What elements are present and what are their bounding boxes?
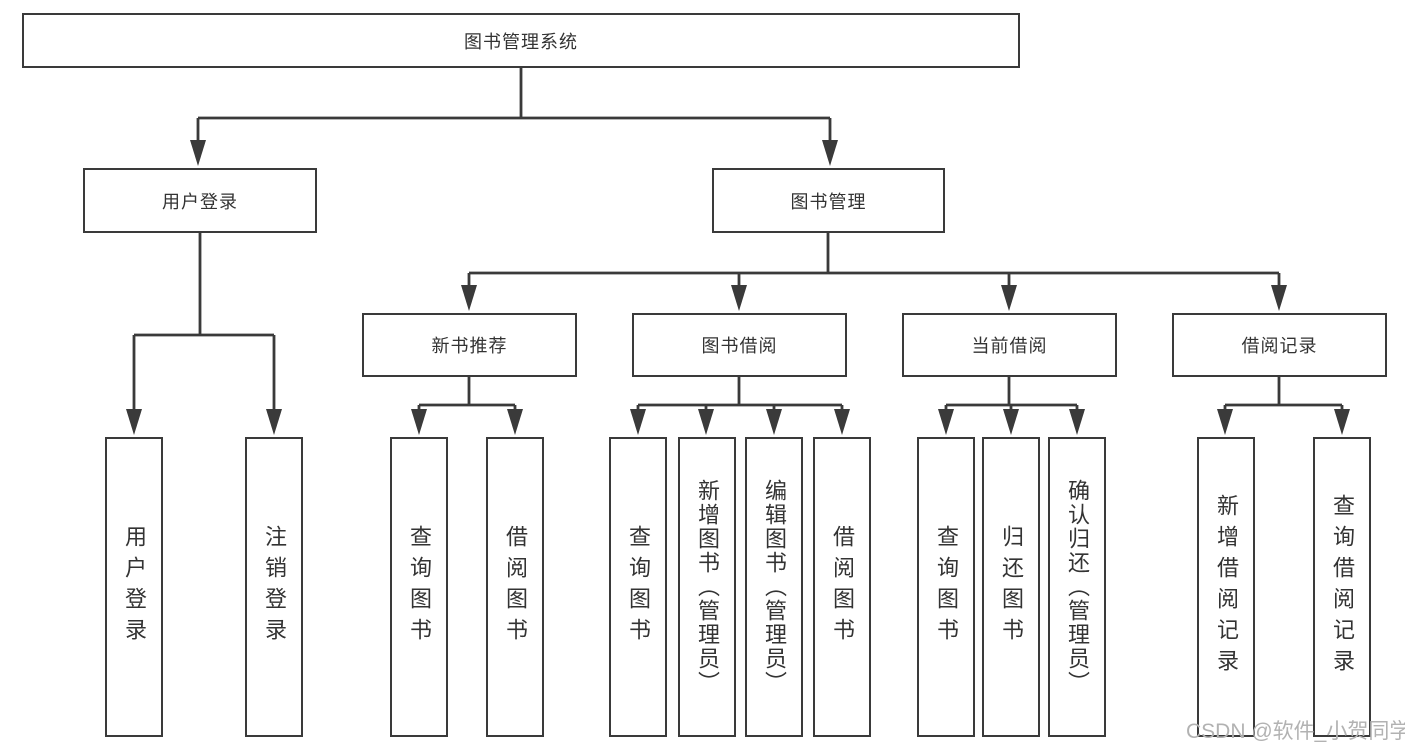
leaf-query-books-1: 查询图书	[390, 437, 448, 737]
node-label: 借阅记录	[1241, 336, 1318, 356]
node-label: 当前借阅	[971, 336, 1048, 356]
node-label: 归还图书	[999, 525, 1024, 649]
leaf-logout: 注销登录	[245, 437, 303, 737]
node-label: 新增图书（管理员）	[695, 479, 720, 695]
node-label: 图书管理	[790, 191, 867, 212]
node-label: 用户登录	[162, 191, 238, 212]
node-label: 查询图书	[626, 525, 651, 649]
csdn-watermark: CSDN @软件_小贺同学	[1186, 720, 1405, 743]
leaf-confirm-return-admin: 确认归还（管理员）	[1048, 437, 1106, 737]
leaf-return-books: 归还图书	[982, 437, 1040, 737]
node-label: 编辑图书（管理员）	[762, 479, 787, 695]
leaf-query-books-3: 查询图书	[917, 437, 975, 737]
leaf-edit-books-admin: 编辑图书（管理员）	[745, 437, 803, 737]
node-label: 确认归还（管理员）	[1065, 479, 1090, 695]
node-user-login: 用户登录	[83, 168, 317, 233]
node-library-management-system: 图书管理系统	[22, 13, 1020, 68]
node-label: 查询借阅记录	[1330, 494, 1355, 680]
leaf-user-login: 用户登录	[105, 437, 163, 737]
leaf-query-books-2: 查询图书	[609, 437, 667, 737]
node-book-borrowing: 图书借阅	[632, 313, 847, 377]
node-book-management: 图书管理	[712, 168, 945, 233]
node-label: 借阅图书	[503, 525, 528, 649]
node-label: 用户登录	[122, 525, 147, 649]
leaf-borrow-books-2: 借阅图书	[813, 437, 871, 737]
node-label: 注销登录	[262, 525, 287, 649]
leaf-borrow-books-1: 借阅图书	[486, 437, 544, 737]
arrowheads	[126, 140, 1350, 435]
node-label: 图书借阅	[701, 336, 778, 356]
node-borrowing-records: 借阅记录	[1172, 313, 1387, 377]
node-label: 查询图书	[407, 525, 432, 649]
leaf-add-books-admin: 新增图书（管理员）	[678, 437, 736, 737]
node-label: 图书管理系统	[464, 31, 578, 52]
node-new-book-recommend: 新书推荐	[362, 313, 577, 377]
leaf-add-borrow-record: 新增借阅记录	[1197, 437, 1255, 737]
node-label: 查询图书	[934, 525, 959, 649]
node-label: 借阅图书	[830, 525, 855, 649]
leaf-query-borrow-record: 查询借阅记录	[1313, 437, 1371, 737]
node-label: 新增借阅记录	[1214, 494, 1239, 680]
node-current-borrowing: 当前借阅	[902, 313, 1117, 377]
node-label: 新书推荐	[431, 336, 508, 356]
